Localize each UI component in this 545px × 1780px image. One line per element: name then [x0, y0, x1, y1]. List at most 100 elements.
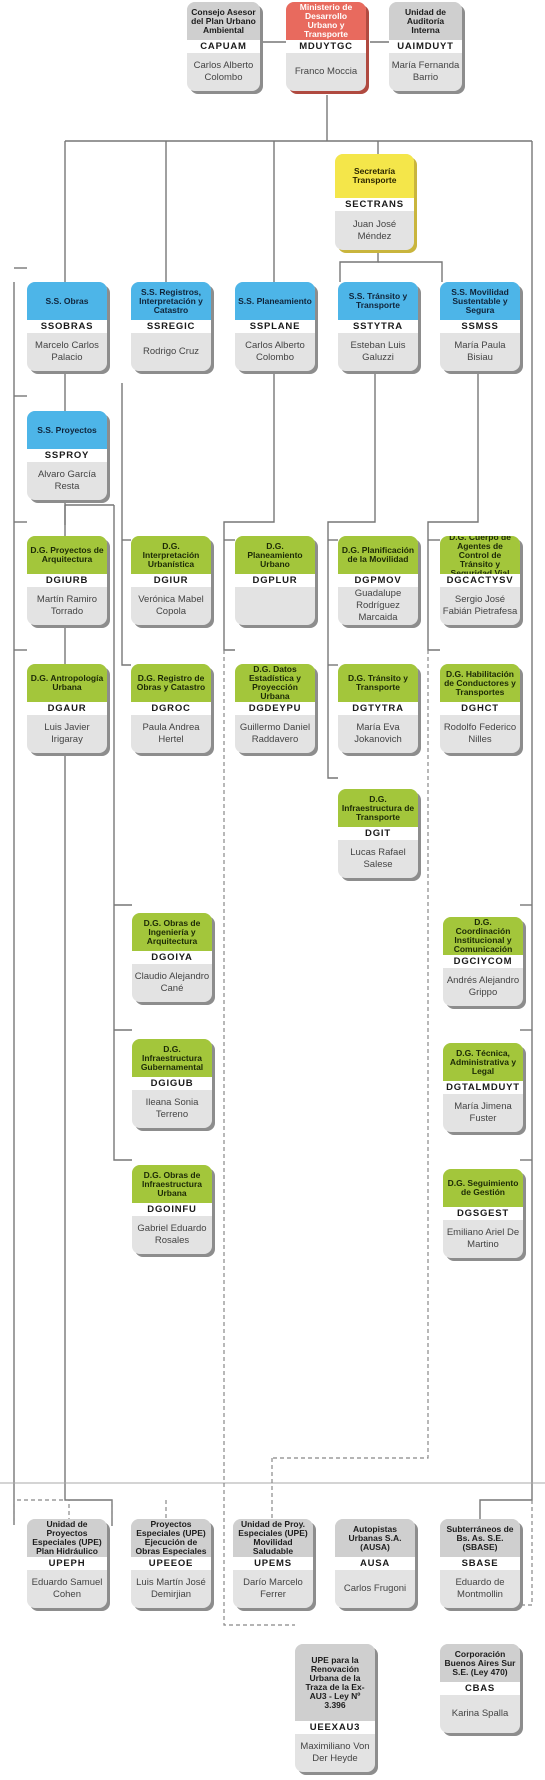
node-title: D.G. Interpretación Urbanística — [131, 536, 211, 574]
node-person: María Jimena Fuster — [454, 1101, 512, 1124]
node-code: DGAUR — [27, 702, 107, 715]
node-title: Autopistas Urbanas S.A. (AUSA) — [335, 1519, 415, 1557]
node-code: DGOINFU — [132, 1203, 212, 1216]
node-person: María Paula Bisiau — [454, 340, 506, 363]
node-person: Martín Ramiro Torrado — [36, 594, 98, 617]
node-title: Corporación Buenos Aires Sur S.E. (Ley 4… — [440, 1644, 520, 1682]
node-person: Guadalupe Rodríguez Marcaida — [354, 588, 402, 623]
node-person: Carlos Alberto Colombo — [193, 60, 254, 83]
org-node-upeeoe: Proyectos Especiales (UPE) Ejecución de … — [131, 1519, 211, 1608]
node-title: D.G. Cuerpo de Agentes de Control de Trá… — [440, 536, 520, 574]
node-person: Juan José Méndez — [352, 218, 397, 242]
node-title: UPE para la Renovación Urbana de la Traz… — [295, 1644, 375, 1721]
node-title: D.G. Planificación de la Movilidad — [338, 536, 418, 574]
node-code: SBASE — [440, 1557, 520, 1570]
node-title: S.S. Proyectos — [27, 411, 107, 449]
org-node-ausa: Autopistas Urbanas S.A. (AUSA)AUSA Carlos… — [335, 1519, 415, 1608]
node-title: Unidad de Auditoría Interna — [389, 2, 462, 40]
node-person — [235, 587, 315, 625]
node-code: UAIMDUYT — [389, 40, 462, 53]
node-person: Eduardo Samuel Cohen — [31, 1577, 103, 1600]
org-node-sbase: Subterráneos de Bs. As. S.E. (SBASE)SBAS… — [440, 1519, 520, 1608]
node-person: María Eva Jokanovich — [354, 722, 402, 745]
org-node-ssregic: S.S. Registros, Interpretación y Catastr… — [131, 282, 211, 371]
node-code: DGIURB — [27, 574, 107, 587]
node-code: UPEMS — [233, 1557, 313, 1570]
node-person: Rodrigo Cruz — [143, 346, 199, 357]
node-code: UPEEOE — [131, 1557, 211, 1570]
node-person: Luis Javier Irigaray — [44, 722, 90, 745]
node-code: DGCIYCOM — [443, 955, 523, 968]
org-node-dgdeypu: D.G. Datos Estadística y Proyección Urba… — [235, 664, 315, 753]
node-title: Subterráneos de Bs. As. S.E. (SBASE) — [440, 1519, 520, 1557]
node-title: D.G. Obras de Ingeniería y Arquitectura — [132, 913, 212, 951]
node-person: Verónica Mabel Copola — [138, 594, 204, 617]
node-person: Franco Moccia — [294, 66, 358, 77]
node-code: SSOBRAS — [27, 320, 107, 333]
org-node-dgciycom: D.G. Coordinación Institucional y Comuni… — [443, 917, 523, 1006]
node-code: DGPLUR — [235, 574, 315, 587]
node-code: DGOIYA — [132, 951, 212, 964]
org-node-mduytgc: Ministerio de Desarrollo Urbano y Transp… — [286, 2, 366, 91]
node-code: DGTYTRA — [338, 702, 418, 715]
node-person: Andrés Alejandro Grippo — [446, 975, 520, 998]
node-code: SSMSS — [440, 320, 520, 333]
node-person: Carlos Frugoni — [343, 1583, 407, 1594]
node-title: S.S. Obras — [27, 282, 107, 320]
node-person: Marcelo Carlos Palacio — [35, 340, 99, 363]
node-title: S.S. Movilidad Sustentable y Segura — [440, 282, 520, 320]
node-person: Ileana Sonia Terreno — [145, 1097, 199, 1120]
node-person: Alvaro García Resta — [37, 469, 97, 492]
node-person: Eduardo de Montmollin — [455, 1577, 505, 1600]
node-code: AUSA — [335, 1557, 415, 1570]
node-title: D.G. Coordinación Institucional y Comuni… — [443, 917, 523, 955]
org-node-upems: Unidad de Proy. Especiales (UPE) Movilid… — [233, 1519, 313, 1608]
node-title: D.G. Técnica, Administrativa y Legal — [443, 1043, 523, 1081]
node-person: María Fernanda Barrio — [391, 60, 460, 83]
node-title: D.G. Infraestructura de Transporte — [338, 789, 418, 827]
node-code: MDUYTGC — [286, 40, 366, 53]
node-person: Maximiliano Von Der Heyde — [300, 1741, 370, 1764]
node-person: Gabriel Eduardo Rosales — [137, 1223, 207, 1246]
node-code: DGDEYPU — [235, 702, 315, 715]
node-person: Paula Andrea Hertel — [142, 722, 200, 745]
node-title: D.G. Planeamiento Urbano — [235, 536, 315, 574]
node-person: Darío Marcelo Ferrer — [243, 1577, 303, 1600]
node-title: Consejo Asesor del Plan Urbano Ambiental — [187, 2, 260, 40]
node-title: D.G. Obras de Infraestructura Urbana — [132, 1165, 212, 1203]
org-node-cbas: Corporación Buenos Aires Sur S.E. (Ley 4… — [440, 1644, 520, 1733]
node-code: CBAS — [440, 1682, 520, 1695]
org-node-ueexau3: UPE para la Renovación Urbana de la Traz… — [295, 1644, 375, 1772]
node-code: SSREGIC — [131, 320, 211, 333]
node-code: UEEXAU3 — [295, 1721, 375, 1734]
node-title: D.G. Proyectos de Arquitectura — [27, 536, 107, 574]
node-code: SECTRANS — [335, 198, 414, 211]
node-code: SSPROY — [27, 449, 107, 462]
node-code: DGIGUB — [132, 1077, 212, 1090]
node-title: Proyectos Especiales (UPE) Ejecución de … — [131, 1519, 211, 1557]
node-title: S.S. Registros, Interpretación y Catastr… — [131, 282, 211, 320]
node-title: D.G. Antropología Urbana — [27, 664, 107, 702]
node-person: Karina Spalla — [451, 1708, 509, 1719]
node-person: Emiliano Ariel De Martino — [446, 1227, 520, 1250]
